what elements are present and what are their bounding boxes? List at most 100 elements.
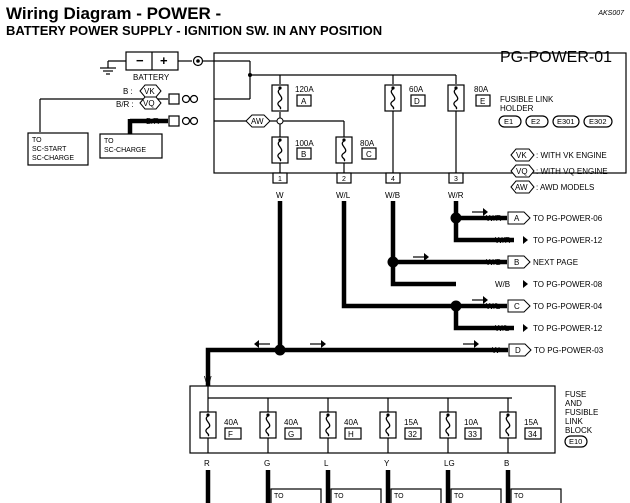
svg-text:E: E xyxy=(480,97,485,106)
svg-text:SC-START: SC-START xyxy=(32,146,67,153)
bottom-box xyxy=(390,488,442,503)
svg-text:1: 1 xyxy=(278,176,282,183)
output-row-2: W/R TO PG-POWER-12 xyxy=(495,236,603,245)
svg-text:VK: VK xyxy=(516,151,527,160)
svg-text:E301: E301 xyxy=(557,117,575,126)
fuse-block-title: FUSE AND FUSIBLE LINK BLOCK E10 xyxy=(564,390,598,448)
svg-text:C: C xyxy=(366,150,372,159)
svg-text:E302: E302 xyxy=(589,117,607,126)
svg-text:100A: 100A xyxy=(295,139,314,148)
output-row-6: W/L TO PG-POWER-12 xyxy=(495,324,603,333)
output-row-1: W/R A TO PG-POWER-06 xyxy=(486,211,603,225)
svg-text:TO PG-POWER-06: TO PG-POWER-06 xyxy=(533,214,603,223)
svg-text:: WITH VQ ENGINE: : WITH VQ ENGINE xyxy=(536,167,608,176)
svg-text:TO PG-POWER-12: TO PG-POWER-12 xyxy=(533,236,603,245)
to-sc-start-box xyxy=(27,132,89,166)
fuse-wire-color: R xyxy=(204,459,210,468)
output-row-3: W/B B NEXT PAGE xyxy=(486,255,578,269)
svg-text:SC-CHARGE: SC-CHARGE xyxy=(32,155,74,162)
output-row-4: W/B TO PG-POWER-08 xyxy=(495,280,603,289)
fusible-link-b: 100A B xyxy=(271,136,314,164)
sc-charge-wire: B/R 6 xyxy=(127,115,199,134)
svg-text:B :: B : xyxy=(123,87,133,96)
svg-text:W/R: W/R xyxy=(486,214,502,223)
svg-text:D: D xyxy=(414,97,420,106)
bottom-box-label: TO xyxy=(394,493,404,500)
bottom-box xyxy=(270,488,322,503)
fuse-wire-color: LG xyxy=(444,459,455,468)
bottom-box xyxy=(450,488,502,503)
svg-text:E10: E10 xyxy=(569,437,582,446)
battery-wire-vq: B/R : VQ xyxy=(116,96,162,110)
diagram-title: Wiring Diagram - POWER - xyxy=(6,4,222,23)
fusible-link-a: 120A A xyxy=(271,84,314,112)
svg-text:TO PG-POWER-08: TO PG-POWER-08 xyxy=(533,280,603,289)
svg-text:: WITH VK ENGINE: : WITH VK ENGINE xyxy=(536,151,607,160)
bottom-box-label: TO xyxy=(514,493,524,500)
svg-text:W/L: W/L xyxy=(495,324,510,333)
svg-text:2: 2 xyxy=(342,176,346,183)
connector-e2: E2 xyxy=(525,115,549,128)
diagram-code: AKS007 xyxy=(598,10,624,17)
svg-text:+: + xyxy=(160,53,168,68)
svg-text:B: B xyxy=(514,258,519,267)
svg-text:TO: TO xyxy=(32,137,42,144)
fusible-link-c: 80A C xyxy=(335,136,377,164)
svg-text:W/B: W/B xyxy=(385,191,400,200)
legend: VK : WITH VK ENGINE VQ : WITH VQ ENGINE … xyxy=(510,148,608,194)
svg-text:A: A xyxy=(301,97,307,106)
terminal-2: 2 W/L xyxy=(336,172,352,200)
diagram-header: Wiring Diagram - POWER - BATTERY POWER S… xyxy=(6,4,626,38)
svg-text:W/B: W/B xyxy=(495,280,510,289)
svg-text:80A: 80A xyxy=(360,139,375,148)
svg-text:W/L: W/L xyxy=(336,191,351,200)
svg-text:W/R: W/R xyxy=(495,236,511,245)
bottom-box xyxy=(510,488,562,503)
battery-label: BATTERY xyxy=(133,73,170,82)
battery-wire-vk: B : VK 5 xyxy=(39,84,199,132)
splice-wb xyxy=(387,256,399,268)
svg-text:AND: AND xyxy=(565,399,582,408)
bottom-box-label: TO xyxy=(274,493,284,500)
svg-text:W: W xyxy=(276,191,284,200)
fuse-block-frame xyxy=(189,385,556,454)
svg-text:4: 4 xyxy=(391,176,395,183)
svg-text:3: 3 xyxy=(454,176,458,183)
awd-tag: AW xyxy=(245,114,271,128)
svg-text:80A: 80A xyxy=(474,85,489,94)
fuse-wire-color: G xyxy=(264,459,270,468)
svg-text:FUSE: FUSE xyxy=(565,390,586,399)
svg-text:SC-CHARGE: SC-CHARGE xyxy=(104,147,146,154)
svg-text:NEXT PAGE: NEXT PAGE xyxy=(533,258,578,267)
fuse-id: F xyxy=(228,430,233,439)
ground-icon xyxy=(100,67,116,75)
svg-text:W/B: W/B xyxy=(486,258,501,267)
fuse-amp: 15A xyxy=(524,418,539,427)
output-row-7: W D TO PG-POWER-03 xyxy=(492,343,604,357)
fuse-wire-color: B xyxy=(504,459,509,468)
fuse-id: 33 xyxy=(468,430,477,439)
svg-text:60A: 60A xyxy=(409,85,424,94)
svg-text:E2: E2 xyxy=(531,117,540,126)
splice-wl xyxy=(450,300,462,312)
terminal-4: 4 W/B xyxy=(385,172,401,200)
svg-text:D: D xyxy=(515,346,521,355)
svg-text:AW: AW xyxy=(251,117,264,126)
diagram-id: PG-POWER-01 xyxy=(500,49,612,66)
bottom-box-label: TO xyxy=(334,493,344,500)
fuse-amp: 40A xyxy=(284,418,299,427)
fuse-wire-color: L xyxy=(324,459,329,468)
fuse-amp: 15A xyxy=(404,418,419,427)
bottom-box xyxy=(330,488,382,503)
fuse-amp: 10A xyxy=(464,418,479,427)
svg-text:TO: TO xyxy=(104,138,114,145)
output-row-5: W/L C TO PG-POWER-04 xyxy=(486,299,603,313)
svg-text:VQ: VQ xyxy=(516,167,528,176)
svg-text:FUSIBLE: FUSIBLE xyxy=(565,408,598,417)
splice-wr xyxy=(450,212,462,224)
